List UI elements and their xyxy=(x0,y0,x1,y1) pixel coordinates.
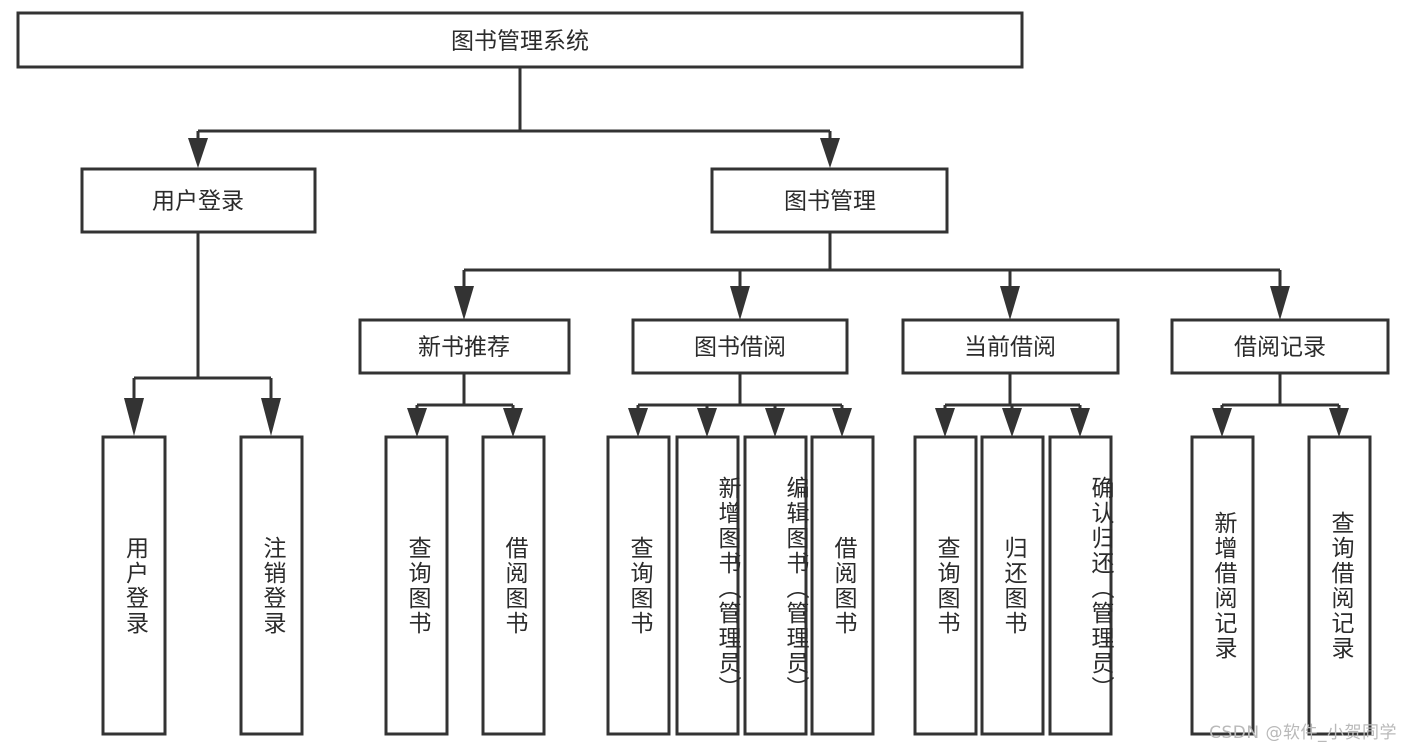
connector-book-borrow-to-leaves xyxy=(628,373,852,437)
leaf-box-query-book-1[interactable] xyxy=(384,435,449,736)
node-root-box[interactable] xyxy=(16,11,1024,69)
node-current-borrow-label: 当前借阅 xyxy=(964,335,1056,361)
arrowhead-new-book-rec xyxy=(454,286,474,320)
leaf-box-add-record[interactable] xyxy=(1190,435,1255,736)
arrowhead-borrow-book-2 xyxy=(832,408,852,437)
arrowhead-return-book xyxy=(1002,408,1022,437)
node-user-login[interactable]: 用户登录 xyxy=(80,167,317,234)
arrowhead-edit-book xyxy=(765,408,785,437)
arrowhead-current-borrow xyxy=(1000,286,1020,320)
connector-current-borrow-to-leaves xyxy=(935,373,1090,437)
arrowhead-leaf-user-logout xyxy=(261,398,281,436)
leaf-box-borrow-book-1[interactable] xyxy=(481,435,546,736)
node-current-borrow[interactable]: 当前借阅 xyxy=(901,318,1120,375)
connector-root-to-level2 xyxy=(188,67,840,168)
node-book-borrow-box[interactable] xyxy=(631,318,849,375)
node-current-borrow-box[interactable] xyxy=(901,318,1120,375)
connector-new-book-rec-to-leaves xyxy=(407,373,523,437)
leaf-box-user-logout[interactable] xyxy=(239,435,304,736)
node-root-label: 图书管理系统 xyxy=(451,29,589,55)
node-new-book-rec-label: 新书推荐 xyxy=(418,335,510,361)
connector-borrow-record-to-leaves xyxy=(1212,373,1349,437)
arrowhead-query-book-3 xyxy=(935,408,955,437)
node-new-book-rec[interactable]: 新书推荐 xyxy=(358,318,571,375)
arrowhead-leaf-user-login xyxy=(124,398,144,436)
leaf-box-query-book-3[interactable] xyxy=(913,435,978,736)
arrowhead-book-manage xyxy=(820,138,840,168)
node-book-borrow-label: 图书借阅 xyxy=(694,335,786,361)
node-book-manage[interactable]: 图书管理 xyxy=(710,167,949,234)
leaf-box-edit-book[interactable] xyxy=(743,435,808,736)
arrowhead-query-book-1 xyxy=(407,408,427,437)
leaf-box-user-login[interactable] xyxy=(101,435,167,736)
arrowhead-user-login xyxy=(188,138,208,168)
arrowhead-add-book xyxy=(697,408,717,437)
leaf-box-query-book-2[interactable] xyxy=(606,435,671,736)
node-user-login-box[interactable] xyxy=(80,167,317,234)
connector-book-manage-to-level3 xyxy=(454,232,1290,320)
leaf-box-borrow-book-2[interactable] xyxy=(810,435,875,736)
leaf-box-return-book[interactable] xyxy=(980,435,1045,736)
leaf-box-add-book[interactable] xyxy=(675,435,740,736)
arrowhead-query-record xyxy=(1329,408,1349,437)
arrowhead-borrow-book-1 xyxy=(503,408,523,437)
connector-user-login-to-leaves xyxy=(124,232,281,436)
arrowhead-query-book-2 xyxy=(628,408,648,437)
node-borrow-record-label: 借阅记录 xyxy=(1234,335,1326,361)
leaf-box-query-record[interactable] xyxy=(1307,435,1372,736)
arrowhead-confirm-return xyxy=(1070,408,1090,437)
node-book-manage-box[interactable] xyxy=(710,167,949,234)
node-borrow-record-box[interactable] xyxy=(1170,318,1390,375)
node-root[interactable]: 图书管理系统 xyxy=(16,11,1024,69)
node-book-borrow[interactable]: 图书借阅 xyxy=(631,318,849,375)
arrowhead-borrow-record xyxy=(1270,286,1290,320)
arrowhead-book-borrow xyxy=(730,286,750,320)
node-user-login-label: 用户登录 xyxy=(152,189,244,215)
node-new-book-rec-box[interactable] xyxy=(358,318,571,375)
node-borrow-record[interactable]: 借阅记录 xyxy=(1170,318,1390,375)
node-book-manage-label: 图书管理 xyxy=(784,189,876,215)
csdn-watermark: CSDN @软件_小贺同学 xyxy=(1209,723,1397,743)
leaf-box-confirm-return[interactable] xyxy=(1048,435,1113,736)
arrowhead-add-record xyxy=(1212,408,1232,437)
